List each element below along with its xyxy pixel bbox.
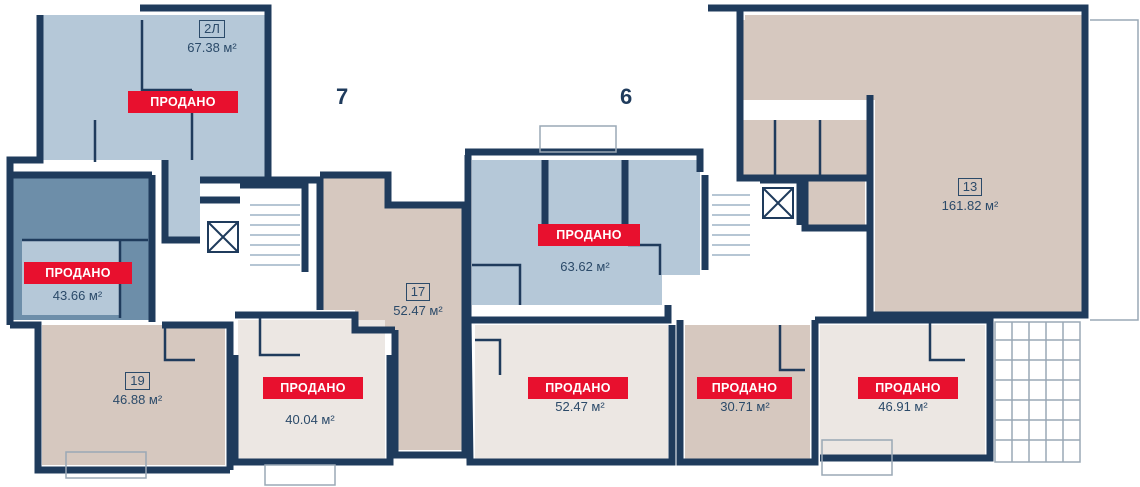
unit-label-17[interactable]: 17 52.47 м²: [378, 283, 458, 318]
unit-label-14[interactable]: 46.91 м²: [863, 397, 943, 414]
unit-number: 19: [125, 372, 150, 390]
sold-badge: ПРОДАНО: [24, 262, 132, 284]
balconies: [65, 19, 1139, 486]
sold-badge: ПРОДАНО: [263, 377, 363, 399]
unit-17-fill[interactable]: [322, 175, 462, 450]
unit-area: 30.71 м²: [720, 399, 770, 414]
stair-hatching: [250, 194, 750, 266]
unit-label-19[interactable]: 19 46.88 м²: [95, 372, 180, 407]
unit-area: 63.62 м²: [560, 259, 610, 274]
stairwell-number: 6: [620, 84, 633, 109]
unit-area: 46.88 м²: [112, 392, 163, 407]
unit-label-2l[interactable]: 2Л 67.38 м²: [172, 20, 252, 55]
sold-badge: ПРОДАНО: [538, 224, 640, 246]
unit-number: 17: [405, 283, 431, 301]
unit-area: 40.04 м²: [285, 412, 335, 427]
unit-area: 46.91 м²: [878, 399, 928, 414]
unit-number: 13: [957, 178, 983, 196]
sold-badge: ПРОДАНО: [697, 377, 792, 399]
unit-area: 67.38 м²: [187, 40, 237, 55]
unit-area: 43.66 м²: [52, 288, 103, 303]
elevator-shafts: [207, 187, 794, 253]
unit-label-13[interactable]: 13 161.82 м²: [915, 178, 1025, 213]
sold-badge: ПРОДАНО: [528, 377, 628, 399]
sold-badge: ПРОДАНО: [858, 377, 958, 399]
unit-label-mid[interactable]: 63.62 м²: [545, 257, 625, 274]
unit-number: 2Л: [199, 20, 225, 38]
sold-badge: ПРОДАНО: [128, 91, 238, 113]
unit-label-15[interactable]: 30.71 м²: [705, 397, 785, 414]
unit-fills: [12, 15, 1085, 465]
walls: [6, 4, 1089, 474]
unit-2l-fill[interactable]: [42, 15, 265, 240]
stairwell-number: 7: [336, 84, 349, 109]
unit-area: 52.47 м²: [393, 303, 443, 318]
unit-area: 52.47 м²: [555, 399, 605, 414]
unit-label-left[interactable]: 43.66 м²: [35, 286, 120, 303]
unit-label-16[interactable]: 52.47 м²: [540, 397, 620, 414]
unit-label-18[interactable]: 40.04 м²: [270, 410, 350, 427]
unit-area: 161.82 м²: [941, 198, 999, 213]
